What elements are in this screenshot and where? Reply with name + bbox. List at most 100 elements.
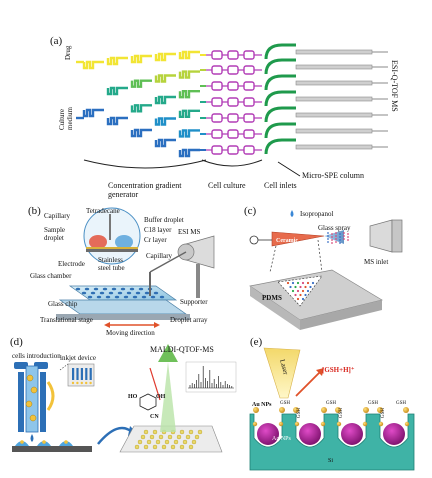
glass-chamber-label: Glass chamber bbox=[30, 272, 72, 280]
panel-b: (b) Capillary Tetradecane Sample droplet… bbox=[28, 205, 215, 337]
culture-brace bbox=[201, 159, 263, 167]
spe-column bbox=[295, 128, 373, 134]
supporter-label: Supporter bbox=[180, 298, 208, 306]
spray-droplet bbox=[331, 242, 333, 244]
gradient-channel bbox=[82, 60, 104, 70]
pdms-dot bbox=[291, 281, 295, 285]
maldi-spot bbox=[152, 429, 158, 435]
gradient-channel bbox=[154, 117, 176, 126]
cell bbox=[26, 374, 34, 382]
spray-droplet bbox=[331, 239, 333, 241]
maldi-spot bbox=[143, 429, 149, 435]
spe-column bbox=[295, 80, 373, 86]
pdms-dot bbox=[304, 293, 307, 297]
spray-droplet bbox=[347, 239, 349, 241]
cell-inlet-arch bbox=[264, 43, 296, 60]
cr-layer bbox=[86, 249, 138, 252]
pdms-dot bbox=[301, 281, 305, 285]
ion-arrow bbox=[295, 371, 321, 397]
array-droplet bbox=[141, 295, 147, 299]
glass-chip bbox=[58, 299, 188, 315]
pdms-dot bbox=[311, 281, 315, 285]
ag-nanoparticle bbox=[299, 423, 321, 445]
inkjet-label: inkjet device bbox=[60, 354, 96, 362]
maldi-spot bbox=[188, 444, 194, 450]
capillary-to-ms bbox=[149, 251, 187, 273]
array-droplet bbox=[123, 295, 129, 299]
array-droplet bbox=[99, 291, 105, 295]
nozzle bbox=[89, 368, 92, 380]
spray-droplet bbox=[339, 239, 341, 241]
array-droplet bbox=[138, 287, 144, 291]
c18-layer-label: C18 layer bbox=[144, 226, 172, 234]
maldi-spot bbox=[191, 439, 197, 445]
pdms-channels bbox=[286, 281, 315, 301]
spray-droplet bbox=[343, 235, 345, 237]
spray-droplet bbox=[335, 232, 337, 234]
pdms-dot bbox=[304, 285, 307, 289]
gradient-channel bbox=[130, 128, 152, 138]
array-droplet bbox=[75, 287, 81, 291]
buffer-droplet bbox=[115, 235, 133, 249]
au-nanoparticle bbox=[294, 421, 300, 427]
spray-droplet bbox=[339, 242, 341, 244]
inkjet-nozzles bbox=[71, 368, 92, 385]
maldi-spot bbox=[155, 439, 161, 445]
spray-droplet bbox=[347, 236, 349, 238]
pdms-dot bbox=[296, 297, 300, 301]
panel-d-label: (d) bbox=[10, 336, 23, 348]
nozzle-droplet bbox=[71, 381, 75, 385]
translational-stage bbox=[56, 314, 190, 320]
cell-culture-chambers bbox=[200, 50, 262, 155]
ion-arrow-head bbox=[158, 344, 178, 362]
pdms-dot bbox=[301, 289, 305, 293]
cell-inlet-arch bbox=[264, 106, 296, 123]
array-droplet bbox=[81, 291, 87, 295]
au-nanoparticle bbox=[335, 407, 341, 413]
cell bbox=[29, 414, 37, 422]
laser-beam bbox=[263, 347, 301, 399]
spray-droplet bbox=[339, 236, 341, 238]
culture-chamber bbox=[243, 129, 255, 139]
gradient-channel bbox=[130, 54, 152, 64]
ag-nanoparticle bbox=[257, 423, 279, 445]
array-droplet bbox=[108, 291, 114, 295]
pdms-dot bbox=[306, 281, 310, 285]
gradient-channel bbox=[106, 86, 128, 96]
au-nanoparticle bbox=[278, 421, 284, 427]
pdms-dot bbox=[294, 285, 297, 289]
gradient-channel bbox=[82, 108, 104, 118]
spray-droplet bbox=[331, 236, 333, 238]
plate-cell bbox=[42, 440, 46, 444]
moving-arrow-heads bbox=[104, 322, 160, 328]
spray-droplet bbox=[327, 235, 329, 237]
array-droplet bbox=[129, 287, 135, 291]
culture-chamber bbox=[211, 129, 223, 139]
nozzle-droplet bbox=[76, 381, 79, 385]
maldi-spot bbox=[179, 444, 185, 450]
glass-chip-label: Glass chip bbox=[48, 300, 78, 308]
maldi-label: MALDI-QTOF-MS bbox=[150, 345, 214, 354]
array-droplet bbox=[144, 291, 150, 295]
culture-chamber bbox=[211, 97, 223, 107]
piezo-right bbox=[40, 372, 46, 432]
au-nps-label: Au NPs bbox=[252, 402, 272, 408]
au-nanoparticle bbox=[320, 421, 326, 427]
spray-droplet bbox=[335, 241, 337, 243]
stainless-label-2: steel tube bbox=[98, 264, 125, 272]
spray-droplet bbox=[347, 233, 349, 235]
culture-chamber bbox=[243, 81, 255, 91]
ag-nanoparticles bbox=[257, 423, 405, 445]
mass-spectrum bbox=[188, 366, 234, 389]
molecule-oh: OH bbox=[156, 394, 166, 400]
gradient-channel bbox=[178, 70, 200, 79]
au-nanoparticle bbox=[336, 421, 342, 427]
cr-layer-label: Cr layer bbox=[144, 236, 167, 244]
pdms-side bbox=[300, 300, 382, 330]
array-droplet bbox=[93, 287, 99, 291]
gradient-channel bbox=[178, 148, 200, 158]
array-droplet bbox=[84, 287, 90, 291]
gradient-channel bbox=[130, 104, 152, 113]
cell-reservoir-left bbox=[14, 362, 28, 369]
